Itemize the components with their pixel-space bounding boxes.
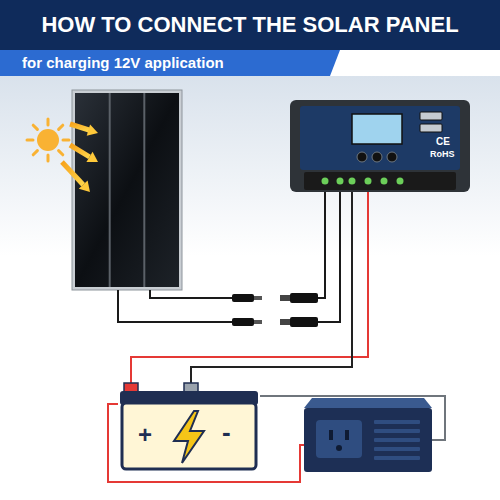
subtitle-bar xyxy=(0,50,340,76)
arrow-head xyxy=(86,152,98,162)
mc4-connectors xyxy=(232,293,318,327)
charge-controller: CE RoHS xyxy=(290,100,470,192)
control-button xyxy=(357,152,367,162)
control-button xyxy=(387,152,397,162)
terminal-screw xyxy=(349,178,356,185)
controller-face xyxy=(300,106,460,170)
inverter-body xyxy=(304,408,432,472)
mc4-male xyxy=(232,294,254,302)
battery: +- xyxy=(118,383,260,471)
sun-disc xyxy=(37,129,59,151)
title-banner xyxy=(0,0,500,50)
title: HOW TO CONNECT THE SOLAR PANEL xyxy=(0,0,500,50)
terminal-strip xyxy=(304,172,456,190)
light-arrow xyxy=(70,145,90,157)
certification-mark: CE xyxy=(436,137,450,147)
controller-body xyxy=(290,100,470,192)
outlet-slot xyxy=(345,430,349,440)
outlet-ground xyxy=(336,445,342,451)
mc4-female xyxy=(290,317,318,327)
arrow-head xyxy=(79,181,90,192)
panel-wire xyxy=(150,290,232,298)
mc4-male xyxy=(232,318,254,326)
positive-inverter-wire xyxy=(108,404,304,482)
controller-wire xyxy=(318,192,340,322)
control-button xyxy=(372,152,382,162)
panel-cells xyxy=(75,93,179,287)
sun-icon xyxy=(27,119,69,161)
mc4-ring xyxy=(280,295,290,301)
usb-port xyxy=(420,112,442,120)
controller-wire xyxy=(318,192,325,298)
lcd-screen xyxy=(352,114,402,144)
panel-wire xyxy=(118,290,232,322)
solar-panel xyxy=(72,90,182,290)
ac-outlet xyxy=(316,420,362,458)
fan-grille xyxy=(374,420,420,460)
certification-mark: RoHS xyxy=(430,150,455,159)
mc4-ring xyxy=(280,319,290,325)
battery-body xyxy=(122,403,256,469)
light-arrow xyxy=(62,162,83,185)
lightning-bolt xyxy=(174,411,204,463)
terminal-screw xyxy=(397,178,404,185)
polarity-sign: + xyxy=(138,423,152,447)
sun-rays xyxy=(27,119,69,161)
inverter-wires xyxy=(108,396,445,482)
subtitle: for charging 12V application xyxy=(22,54,224,72)
usb-port xyxy=(420,124,442,132)
negative-wire xyxy=(191,192,352,383)
polarity-sign: - xyxy=(222,419,231,445)
sun-rays-arrows xyxy=(62,124,98,192)
terminal-screw xyxy=(337,178,344,185)
terminal-screw xyxy=(381,178,388,185)
terminal-screw xyxy=(365,178,372,185)
inverter xyxy=(304,398,432,472)
panel-frame xyxy=(72,90,182,290)
arrow-head xyxy=(87,124,98,135)
mc4-female xyxy=(290,293,318,303)
light-arrow xyxy=(70,124,89,130)
panel-wires xyxy=(118,192,340,322)
cell-divider xyxy=(109,93,111,287)
mc4-pin xyxy=(254,320,262,324)
cell-divider xyxy=(143,93,145,287)
positive-wire xyxy=(131,192,368,383)
inverter-top xyxy=(304,398,432,408)
terminal-screw xyxy=(322,178,329,185)
outlet-slot xyxy=(329,430,333,440)
mc4-pin xyxy=(254,296,262,300)
